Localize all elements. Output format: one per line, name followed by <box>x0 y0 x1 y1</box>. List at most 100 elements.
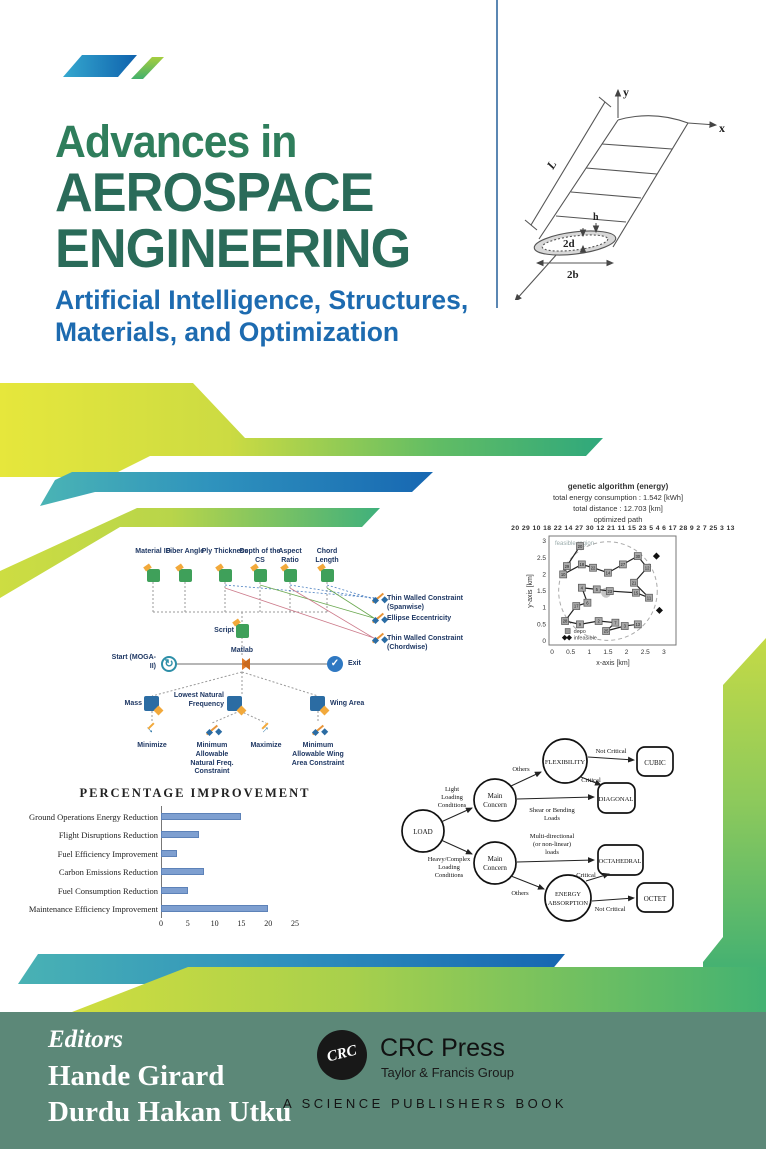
svg-text:Loads: Loads <box>544 815 560 822</box>
variable-icon <box>321 569 334 582</box>
stripe-chartreuse-top <box>0 383 603 477</box>
svg-text:depo: depo <box>574 629 586 635</box>
svg-text:Others: Others <box>511 890 529 897</box>
flowchart-connectors <box>151 582 378 724</box>
matlab-label: Matlab <box>230 647 254 654</box>
svg-text:5: 5 <box>596 587 599 592</box>
genetic-algorithm-plot: genetic algorithm (energy) total energy … <box>480 478 766 668</box>
bar-category-label: Fuel Efficiency Improvement <box>57 848 158 859</box>
svg-text:CUBIC: CUBIC <box>644 759 666 767</box>
bar <box>161 813 242 820</box>
bar-row: Fuel Consumption Reduction <box>50 882 380 900</box>
x-tick-label: 5 <box>185 919 190 928</box>
bar-category-label: Fuel Consumption Reduction <box>57 885 158 896</box>
svg-text:loads: loads <box>545 849 559 856</box>
svg-text:1: 1 <box>587 649 591 656</box>
svg-text:0.5: 0.5 <box>537 621 546 628</box>
variable-label: Material ID <box>135 548 171 555</box>
variable-label: Fiber Angle <box>165 548 205 555</box>
svg-text:2.5: 2.5 <box>641 649 650 656</box>
svg-text:Main: Main <box>488 792 503 800</box>
x-tick-label: 15 <box>237 919 246 928</box>
constraint-icon <box>372 632 384 644</box>
svg-text:y-axis [km]: y-axis [km] <box>527 574 534 608</box>
svg-text:23: 23 <box>607 589 612 594</box>
maximize-icon <box>259 723 272 736</box>
svg-text:2: 2 <box>597 619 600 624</box>
publisher-group: Taylor & Francis Group <box>381 1065 514 1080</box>
svg-text:3: 3 <box>662 649 666 656</box>
sub-label: Minimum Allowable Wing Area Constraint <box>291 742 345 767</box>
svg-text:2d: 2d <box>563 238 575 250</box>
svg-text:20: 20 <box>578 544 583 549</box>
svg-text:2.5: 2.5 <box>537 555 546 562</box>
wingarea-constraint-icon <box>312 724 324 736</box>
editors-label: Editors <box>48 1026 124 1053</box>
objective-label: Lowest Natural Frequency <box>173 692 224 708</box>
svg-text:ABSORPTION: ABSORPTION <box>548 900 589 907</box>
svg-text:7: 7 <box>614 620 617 625</box>
svg-text:OCTAHEDRAL: OCTAHEDRAL <box>599 858 642 865</box>
bar <box>161 886 188 894</box>
svg-text:12: 12 <box>645 565 650 570</box>
exit-label: Exit <box>348 660 361 667</box>
svg-text:Conditions: Conditions <box>438 802 467 809</box>
svg-text:Concern: Concern <box>483 864 507 872</box>
svg-text:x-axis [km]: x-axis [km] <box>596 660 630 667</box>
svg-text:1: 1 <box>542 605 546 612</box>
objective-icon <box>144 696 159 711</box>
objective-icon <box>310 696 325 711</box>
svg-text:29: 29 <box>565 564 570 569</box>
percentage-improvement-chart: PERCENTAGE IMPROVEMENT Ground Operations… <box>29 786 380 934</box>
svg-text:LOAD: LOAD <box>413 828 432 836</box>
variable-label: Ply Thickness <box>201 548 249 555</box>
svg-text:3: 3 <box>542 538 546 545</box>
script-label: Script <box>214 627 234 634</box>
bar-row: Carbon Emissions Reduction <box>50 863 380 881</box>
publisher-name: CRC Press <box>380 1034 506 1062</box>
svg-text:DIAGONAL: DIAGONAL <box>599 796 634 803</box>
svg-text:3: 3 <box>624 624 627 629</box>
svg-text:infeasible: infeasible <box>574 636 597 642</box>
svg-text:25: 25 <box>604 629 609 634</box>
svg-text:1.5: 1.5 <box>603 649 612 656</box>
svg-text:22: 22 <box>591 565 596 570</box>
bar-row: Flight Disruptions Reduction <box>50 826 380 844</box>
svg-text:ENERGY: ENERGY <box>555 891 581 898</box>
svg-text:28: 28 <box>563 619 568 624</box>
svg-text:0: 0 <box>550 649 554 656</box>
start-label: Start (MOGA-II) <box>111 654 156 670</box>
bar-row: Maintenance Efficiency Improvement <box>29 900 380 918</box>
bar-category-label: Maintenance Efficiency Improvement <box>28 903 158 914</box>
variable-label: Aspect Ratio <box>278 548 302 564</box>
svg-text:10: 10 <box>561 572 566 577</box>
objective-icon <box>227 696 242 711</box>
x-tick-label: 0 <box>159 919 163 928</box>
svg-text:z: z <box>505 297 511 300</box>
variable-icon <box>254 569 267 582</box>
bar <box>161 904 269 912</box>
constraint-icon <box>372 592 384 604</box>
sub-label: Maximize <box>250 742 282 749</box>
svg-text:14: 14 <box>606 570 611 575</box>
constraint-label: Thin Walled Constraint (Spanwise) <box>387 595 463 611</box>
svg-text:Multi-directional: Multi-directional <box>530 833 575 840</box>
svg-text:17: 17 <box>574 604 579 609</box>
svg-text:Others: Others <box>512 766 530 773</box>
svg-text:Not Critical: Not Critical <box>596 748 627 755</box>
x-tick-label: 20 <box>264 919 273 928</box>
svg-text:13: 13 <box>635 622 640 627</box>
svg-text:2: 2 <box>625 649 629 656</box>
constraint-label: Ellipse Eccentricity <box>387 615 452 622</box>
variable-icon <box>219 569 232 582</box>
exit-icon: ✓ <box>327 656 343 672</box>
footer-bar: Editors Hande Girard Durdu Hakan Utku CR… <box>0 1012 766 1149</box>
svg-text:OCTET: OCTET <box>644 895 667 903</box>
subtitle-line-2: Materials, and Optimization <box>55 317 400 347</box>
brand-parallelogram-blue <box>63 55 137 77</box>
svg-text:4: 4 <box>581 585 584 590</box>
svg-text:2: 2 <box>542 571 546 578</box>
editor-name-2: Durdu Hakan Utku <box>48 1096 292 1128</box>
